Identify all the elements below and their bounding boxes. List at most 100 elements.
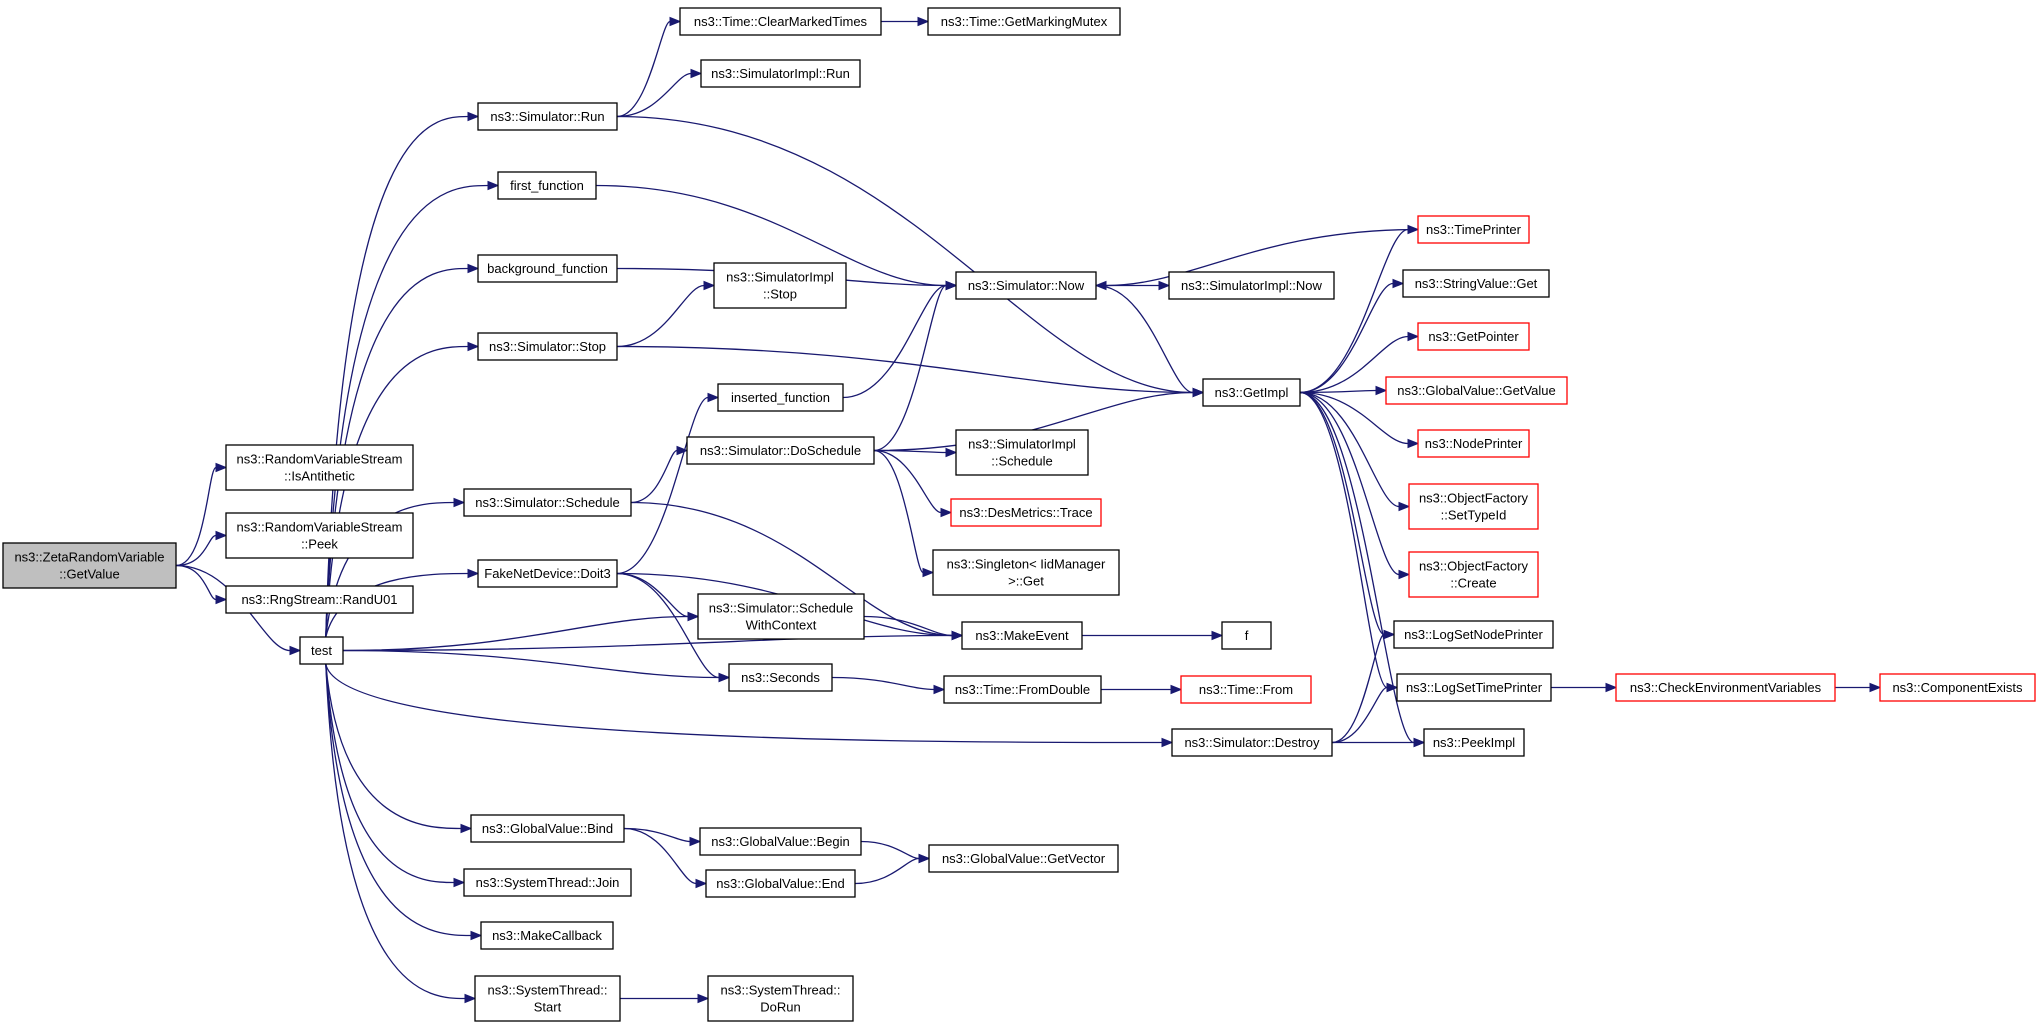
node-box-fakedoit[interactable]	[477, 559, 618, 588]
node-box-ststart[interactable]	[474, 975, 621, 1022]
node-box-bgfn[interactable]	[477, 254, 618, 283]
node-box-gvbind[interactable]	[470, 814, 625, 843]
node-gvgetvector[interactable]: ns3::GlobalValue::GetVector	[928, 844, 1119, 873]
node-box-makeevent[interactable]	[961, 621, 1083, 650]
node-ststart[interactable]: ns3::SystemThread::Start	[474, 975, 621, 1022]
node-box-root[interactable]	[2, 542, 177, 589]
node-box-implrun[interactable]	[700, 59, 861, 88]
node-box-getmarking[interactable]	[927, 7, 1121, 36]
node-gvgetvalue[interactable]: ns3::GlobalValue::GetValue	[1385, 376, 1568, 405]
node-nodeprinter[interactable]: ns3::NodePrinter	[1417, 429, 1530, 458]
node-box-test[interactable]	[299, 636, 344, 665]
node-getmarking[interactable]: ns3::Time::GetMarkingMutex	[927, 7, 1121, 36]
node-box-timefrom[interactable]	[1180, 675, 1312, 704]
node-ofcreate[interactable]: ns3::ObjectFactory::Create	[1408, 551, 1539, 598]
node-simrun[interactable]: ns3::Simulator::Run	[477, 102, 618, 131]
node-box-stdorun[interactable]	[707, 975, 854, 1022]
node-getimpl[interactable]: ns3::GetImpl	[1202, 378, 1301, 407]
node-fakedoit[interactable]: FakeNetDevice::Doit3	[477, 559, 618, 588]
node-peekimpl[interactable]: ns3::PeekImpl	[1423, 728, 1525, 757]
node-box-getimpl[interactable]	[1202, 378, 1301, 407]
node-bgfn[interactable]: background_function	[477, 254, 618, 283]
node-root[interactable]: ns3::ZetaRandomVariable::GetValue	[2, 542, 177, 589]
node-box-gvbegin[interactable]	[699, 827, 862, 856]
node-randu01[interactable]: ns3::RngStream::RandU01	[225, 585, 414, 614]
node-getpointer[interactable]: ns3::GetPointer	[1417, 322, 1530, 351]
node-box-stjoin[interactable]	[463, 868, 632, 897]
node-timefrom[interactable]: ns3::Time::From	[1180, 675, 1312, 704]
node-box-logsettime[interactable]	[1396, 673, 1552, 702]
node-box-gvgetvalue[interactable]	[1385, 376, 1568, 405]
node-box-ofcreate[interactable]	[1408, 551, 1539, 598]
node-box-peekimpl[interactable]	[1423, 728, 1525, 757]
node-box-fromdouble[interactable]	[943, 675, 1102, 704]
node-box-schedwc[interactable]	[697, 593, 865, 640]
node-box-stringvalget[interactable]	[1402, 269, 1550, 298]
node-box-ofsettypeid[interactable]	[1408, 483, 1539, 530]
node-box-timeprinter[interactable]	[1417, 215, 1530, 244]
node-firstfn[interactable]: first_function	[497, 171, 597, 200]
node-insertedfn[interactable]: inserted_function	[717, 383, 844, 412]
node-timeprinter[interactable]: ns3::TimePrinter	[1417, 215, 1530, 244]
node-stdorun[interactable]: ns3::SystemThread::DoRun	[707, 975, 854, 1022]
node-makecb[interactable]: ns3::MakeCallback	[480, 921, 614, 950]
node-box-doschedule[interactable]	[686, 436, 875, 465]
node-gvbind[interactable]: ns3::GlobalValue::Bind	[470, 814, 625, 843]
node-test[interactable]: test	[299, 636, 344, 665]
node-desmetrics[interactable]: ns3::DesMetrics::Trace	[950, 498, 1102, 527]
node-box-peek[interactable]	[225, 512, 414, 559]
node-doschedule[interactable]: ns3::Simulator::DoSchedule	[686, 436, 875, 465]
node-box-getpointer[interactable]	[1417, 322, 1530, 351]
node-fromdouble[interactable]: ns3::Time::FromDouble	[943, 675, 1102, 704]
node-box-simrun[interactable]	[477, 102, 618, 131]
node-f[interactable]: f	[1221, 621, 1272, 650]
node-box-simnow[interactable]	[955, 271, 1097, 300]
node-box-f[interactable]	[1221, 621, 1272, 650]
node-makeevent[interactable]: ns3::MakeEvent	[961, 621, 1083, 650]
node-box-compexists[interactable]	[1879, 673, 2036, 702]
node-box-simdestroy[interactable]	[1171, 728, 1333, 757]
node-clearmarked[interactable]: ns3::Time::ClearMarkedTimes	[679, 7, 882, 36]
node-box-checkenv[interactable]	[1615, 673, 1836, 702]
node-box-insertedfn[interactable]	[717, 383, 844, 412]
node-checkenv[interactable]: ns3::CheckEnvironmentVariables	[1615, 673, 1836, 702]
node-box-implnow[interactable]	[1168, 271, 1335, 300]
node-box-implstop[interactable]	[713, 262, 847, 309]
node-ofsettypeid[interactable]: ns3::ObjectFactory::SetTypeId	[1408, 483, 1539, 530]
node-implstop[interactable]: ns3::SimulatorImpl::Stop	[713, 262, 847, 309]
node-box-logsetnode[interactable]	[1393, 620, 1554, 649]
node-box-implsched[interactable]	[955, 429, 1089, 476]
node-peek[interactable]: ns3::RandomVariableStream::Peek	[225, 512, 414, 559]
node-box-desmetrics[interactable]	[950, 498, 1102, 527]
node-box-gvgetvector[interactable]	[928, 844, 1119, 873]
node-box-simsched[interactable]	[463, 488, 632, 517]
node-seconds[interactable]: ns3::Seconds	[728, 663, 833, 692]
node-gvbegin[interactable]: ns3::GlobalValue::Begin	[699, 827, 862, 856]
node-isanti[interactable]: ns3::RandomVariableStream::IsAntithetic	[225, 444, 414, 491]
node-implnow[interactable]: ns3::SimulatorImpl::Now	[1168, 271, 1335, 300]
node-implrun[interactable]: ns3::SimulatorImpl::Run	[700, 59, 861, 88]
node-box-simstop[interactable]	[477, 332, 618, 361]
node-box-randu01[interactable]	[225, 585, 414, 614]
node-box-gvend[interactable]	[705, 869, 856, 898]
node-compexists[interactable]: ns3::ComponentExists	[1879, 673, 2036, 702]
node-implsched[interactable]: ns3::SimulatorImpl::Schedule	[955, 429, 1089, 476]
node-box-seconds[interactable]	[728, 663, 833, 692]
node-logsetnode[interactable]: ns3::LogSetNodePrinter	[1393, 620, 1554, 649]
node-box-firstfn[interactable]	[497, 171, 597, 200]
node-singleton[interactable]: ns3::Singleton< IidManager>::Get	[932, 549, 1120, 596]
node-box-makecb[interactable]	[480, 921, 614, 950]
node-simstop[interactable]: ns3::Simulator::Stop	[477, 332, 618, 361]
node-stringvalget[interactable]: ns3::StringValue::Get	[1402, 269, 1550, 298]
node-stjoin[interactable]: ns3::SystemThread::Join	[463, 868, 632, 897]
node-logsettime[interactable]: ns3::LogSetTimePrinter	[1396, 673, 1552, 702]
node-gvend[interactable]: ns3::GlobalValue::End	[705, 869, 856, 898]
node-simsched[interactable]: ns3::Simulator::Schedule	[463, 488, 632, 517]
node-simnow[interactable]: ns3::Simulator::Now	[955, 271, 1097, 300]
node-box-singleton[interactable]	[932, 549, 1120, 596]
node-box-isanti[interactable]	[225, 444, 414, 491]
node-box-clearmarked[interactable]	[679, 7, 882, 36]
node-box-nodeprinter[interactable]	[1417, 429, 1530, 458]
node-simdestroy[interactable]: ns3::Simulator::Destroy	[1171, 728, 1333, 757]
